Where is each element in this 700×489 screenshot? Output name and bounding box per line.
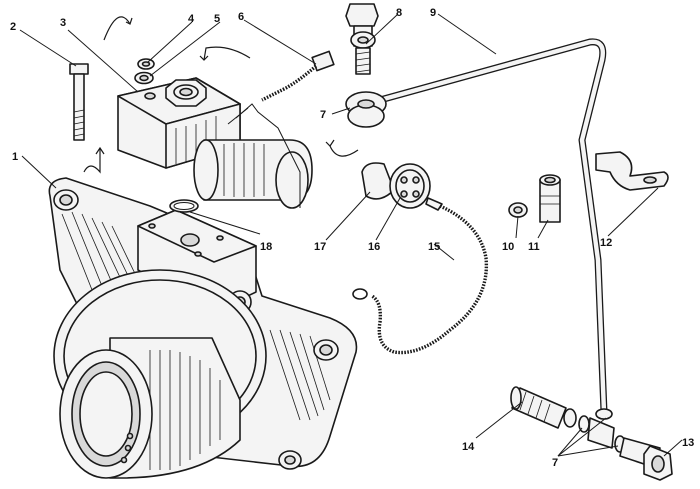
part-3-valve-body xyxy=(117,77,313,209)
callout-16: 16 xyxy=(368,241,380,253)
part-4-washer xyxy=(137,58,155,70)
callout-8: 8 xyxy=(396,7,402,19)
callout-18: 18 xyxy=(260,241,272,253)
part-6-connector xyxy=(261,50,335,102)
part-13-bolt xyxy=(619,437,673,481)
part-11-sleeve xyxy=(539,174,561,223)
part-5-washer xyxy=(134,71,154,85)
callout-2: 2 xyxy=(10,21,16,33)
part-18-o-ring xyxy=(169,199,199,213)
part-1-housing xyxy=(48,177,358,479)
part-15-hose xyxy=(352,197,489,355)
callout-14: 14 xyxy=(462,441,475,453)
callout-6: 6 xyxy=(238,11,244,23)
callout-11: 11 xyxy=(528,241,540,253)
part-8-banjo-bolt xyxy=(345,3,379,75)
part-7-lower-washers xyxy=(578,408,626,453)
callout-3: 3 xyxy=(60,17,66,29)
callout-7-lower: 7 xyxy=(552,457,558,469)
part-14-union-nut xyxy=(510,386,577,429)
callout-1: 1 xyxy=(12,151,18,163)
callout-17: 17 xyxy=(314,241,326,253)
callout-15: 15 xyxy=(428,241,440,253)
callout-7-upper: 7 xyxy=(320,109,326,121)
part-2-bolt xyxy=(69,63,89,141)
leader-lines xyxy=(19,13,683,457)
part-12-clamp xyxy=(595,151,669,191)
motion-arrows xyxy=(83,16,359,174)
part-10-washer xyxy=(508,202,528,218)
callout-labels: 2 3 4 5 6 7 7 8 9 10 11 12 13 14 15 16 1… xyxy=(10,7,694,469)
callout-12: 12 xyxy=(600,237,612,249)
callout-13: 13 xyxy=(682,437,694,449)
callout-5: 5 xyxy=(214,13,220,25)
callout-9: 9 xyxy=(430,7,436,19)
callout-4: 4 xyxy=(188,13,195,25)
part-9-pipe xyxy=(345,38,608,416)
part-17-sensor-nut xyxy=(361,162,395,200)
part-16-sensor-head xyxy=(389,163,431,209)
callout-10: 10 xyxy=(502,241,514,253)
